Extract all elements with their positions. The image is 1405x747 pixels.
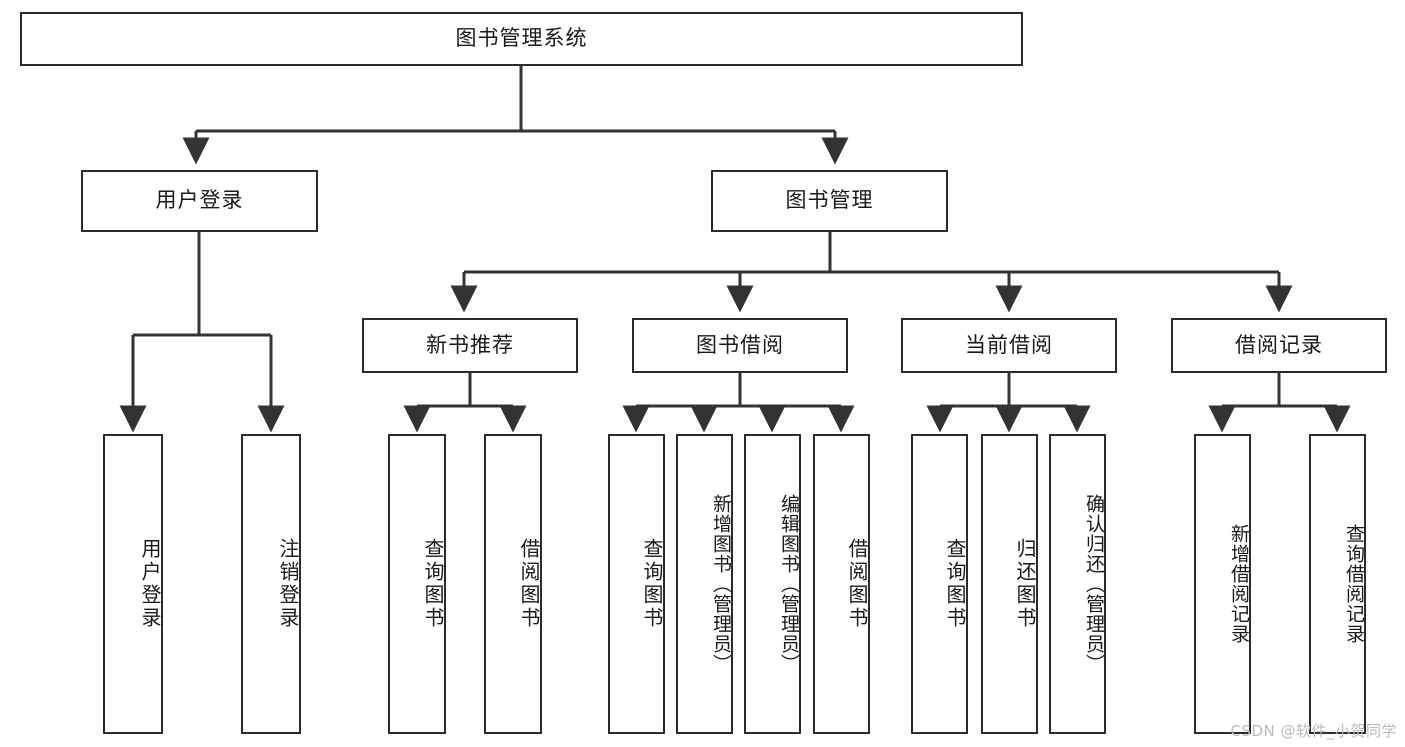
- node-label: 新增图书（管理员）: [710, 494, 732, 674]
- node-label: 新增借阅记录: [1228, 524, 1250, 644]
- node-label: 借阅图书: [845, 538, 869, 630]
- leaf-return-book[interactable]: 归还图书: [981, 434, 1038, 734]
- node-label: 借阅记录: [1235, 332, 1323, 357]
- node-label: 图书管理系统: [455, 26, 588, 51]
- leaf-query-book-current[interactable]: 查询图书: [911, 434, 968, 734]
- leaf-edit-book-admin[interactable]: 编辑图书（管理员）: [744, 434, 801, 734]
- node-label: 当前借阅: [965, 332, 1053, 357]
- node-label: 图书管理: [785, 188, 874, 213]
- node-label: 用户登录: [138, 538, 162, 630]
- node-label: 查询图书: [640, 538, 664, 630]
- node-borrow-record[interactable]: 借阅记录: [1171, 318, 1387, 373]
- watermark: CSDN @软件_小贺同学: [1230, 722, 1397, 740]
- node-label: 图书借阅: [696, 332, 784, 357]
- leaf-user-logout[interactable]: 注销登录: [241, 434, 301, 734]
- leaf-add-borrow-record[interactable]: 新增借阅记录: [1194, 434, 1251, 734]
- node-user-login[interactable]: 用户登录: [81, 170, 318, 232]
- node-label: 查询图书: [421, 538, 445, 630]
- node-book-manage[interactable]: 图书管理: [711, 170, 948, 232]
- leaf-add-book-admin[interactable]: 新增图书（管理员）: [676, 434, 733, 734]
- leaf-query-book-borrow[interactable]: 查询图书: [608, 434, 665, 734]
- node-label: 确认归还（管理员）: [1083, 494, 1105, 674]
- node-label: 借阅图书: [517, 538, 541, 630]
- node-label: 归还图书: [1013, 538, 1037, 630]
- node-label: 编辑图书（管理员）: [778, 494, 800, 674]
- node-label: 新书推荐: [426, 332, 514, 357]
- leaf-user-login[interactable]: 用户登录: [103, 434, 163, 734]
- node-label: 注销登录: [276, 538, 300, 630]
- leaf-borrow-book[interactable]: 借阅图书: [813, 434, 870, 734]
- node-root-book-management-system[interactable]: 图书管理系统: [20, 12, 1023, 66]
- node-label: 查询借阅记录: [1343, 524, 1365, 644]
- node-label: 用户登录: [155, 188, 244, 213]
- node-book-borrow[interactable]: 图书借阅: [632, 318, 848, 373]
- leaf-confirm-return-admin[interactable]: 确认归还（管理员）: [1049, 434, 1106, 734]
- leaf-query-borrow-record[interactable]: 查询借阅记录: [1309, 434, 1366, 734]
- leaf-query-book-recommend[interactable]: 查询图书: [388, 434, 446, 734]
- node-current-borrow[interactable]: 当前借阅: [901, 318, 1117, 373]
- node-new-book-recommend[interactable]: 新书推荐: [362, 318, 578, 373]
- leaf-borrow-book-recommend[interactable]: 借阅图书: [484, 434, 542, 734]
- node-label: 查询图书: [943, 538, 967, 630]
